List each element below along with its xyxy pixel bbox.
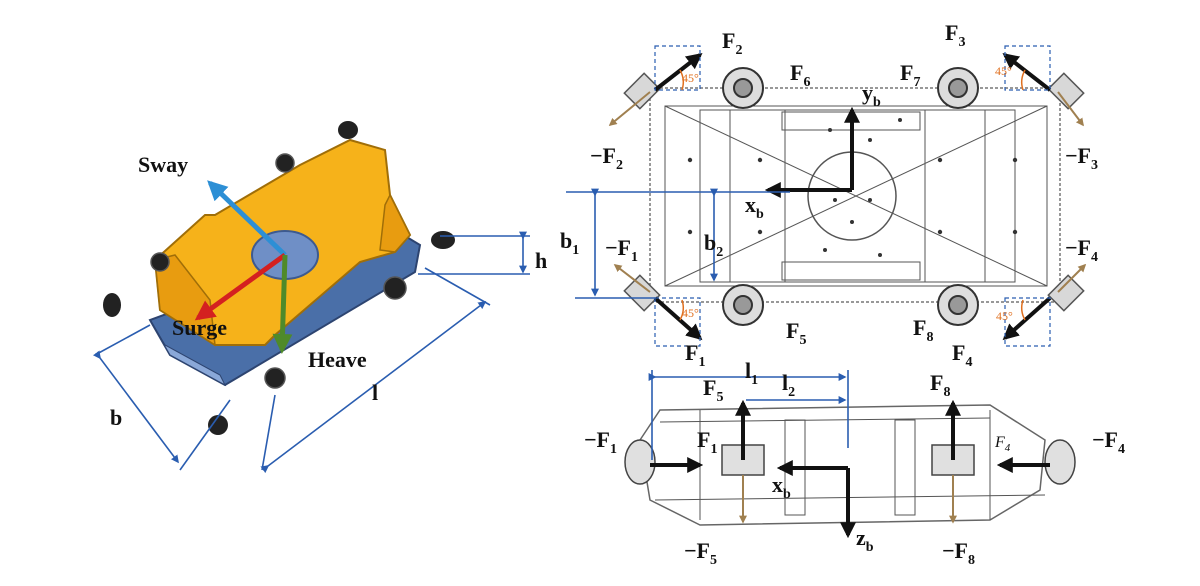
label-F2: F2 xyxy=(722,28,742,58)
label-negF5: −F5 xyxy=(684,538,717,568)
heave-arrow xyxy=(272,254,293,354)
label-l1: l1 xyxy=(745,358,758,388)
top-corner-thrusters xyxy=(623,72,1085,312)
label-b2: b2 xyxy=(704,230,723,260)
heave-label: Heave xyxy=(308,347,367,372)
dim-l-line xyxy=(260,301,487,474)
label-xb-top: xb xyxy=(745,192,764,222)
iso-view: Sway Surge Heave b l h xyxy=(92,121,547,474)
label-F7: F7 xyxy=(900,60,920,90)
iso-hull-right-bevel xyxy=(379,193,411,253)
angle-label-tl: 45° xyxy=(682,71,699,85)
label-b1: b1 xyxy=(560,228,579,258)
label-negF2: −F2 xyxy=(590,143,623,173)
sway-label: Sway xyxy=(138,152,188,177)
label-yb: yb xyxy=(862,80,881,110)
iso-hull-front-bevel xyxy=(154,254,216,347)
label-negF3: −F3 xyxy=(1065,143,1098,173)
label-negF1-side: −F1 xyxy=(584,427,617,457)
label-xb-side: xb xyxy=(772,472,791,502)
side-hull xyxy=(639,404,1046,526)
label-F5-top: F5 xyxy=(786,318,806,348)
label-zb: zb xyxy=(856,525,874,555)
top-frame-outer xyxy=(649,87,1061,303)
dim-l-label: l xyxy=(372,380,378,405)
label-F5-side: F5 xyxy=(703,375,723,405)
top-angle-arcs xyxy=(679,69,1026,321)
angle-label-tr: 45° xyxy=(995,64,1012,78)
label-F1-side: F1 xyxy=(697,427,717,457)
label-negF4: −F4 xyxy=(1065,235,1098,265)
label-negF4-side: −F4 xyxy=(1092,427,1125,457)
side-thrust-arrows xyxy=(650,399,1050,473)
side-reverse-arrows xyxy=(739,475,957,524)
top-angle-guides xyxy=(654,45,1051,347)
label-F3: F3 xyxy=(945,20,965,50)
top-wheels xyxy=(722,67,979,326)
surge-arrow xyxy=(194,252,287,321)
label-F8-top: F8 xyxy=(913,315,933,345)
iso-frame-lower xyxy=(149,319,227,387)
label-F1-top: F1 xyxy=(685,340,705,370)
label-l2: l2 xyxy=(782,370,795,400)
label-negF1: −F1 xyxy=(605,235,638,265)
label-F8-side: F8 xyxy=(930,370,950,400)
surge-label: Surge xyxy=(172,315,227,340)
label-F4-side: F4 xyxy=(994,434,1011,454)
angle-label-bl: 45° xyxy=(682,306,699,320)
label-F4: F4 xyxy=(952,340,972,370)
dim-h-label: h xyxy=(535,248,547,273)
dim-b-label: b xyxy=(110,405,122,430)
top-view: 45° 45° 45° 45° F2 F3 F6 F7 yb xb −F2 −F… xyxy=(560,20,1098,370)
dim-b-line xyxy=(92,350,179,464)
top-thrust-arrows xyxy=(653,53,1052,341)
label-negF8: −F8 xyxy=(942,538,975,568)
angle-label-br: 45° xyxy=(996,309,1013,323)
side-view: l1 l2 F5 F8 −F1 F1 F4 −F4 xb zb −F5 −F8 xyxy=(584,358,1125,568)
sway-arrow xyxy=(207,180,287,257)
label-F6: F6 xyxy=(790,60,810,90)
top-reverse-arrows xyxy=(608,91,1087,293)
